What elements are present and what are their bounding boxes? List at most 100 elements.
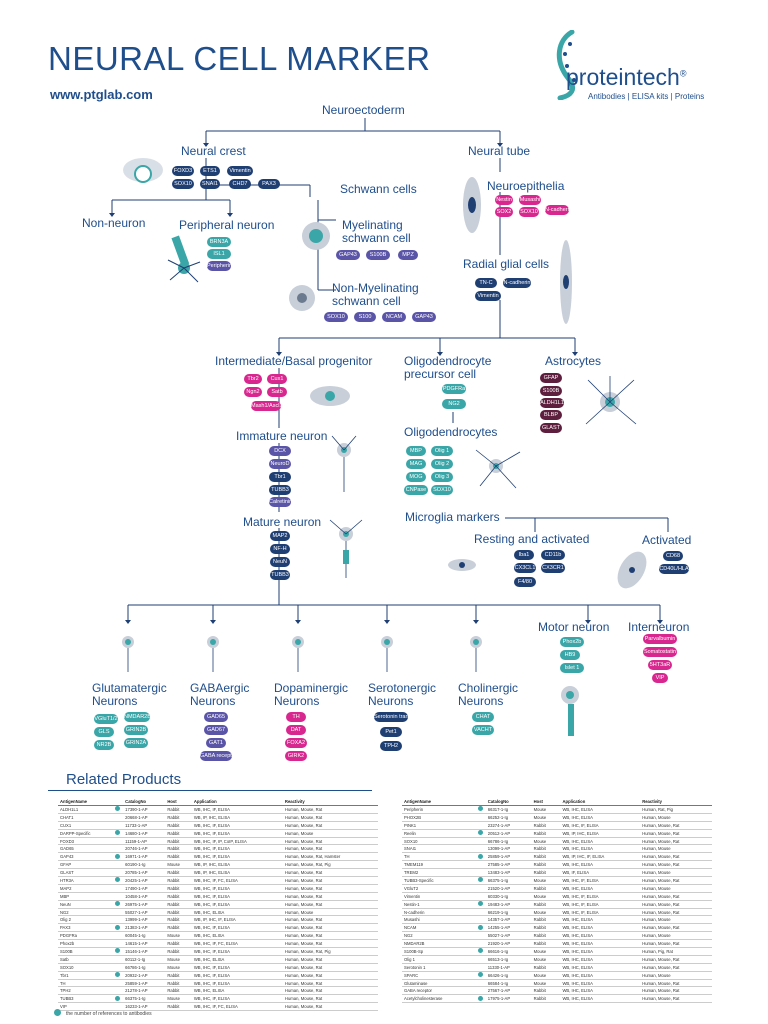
marker-pill: GFAP — [540, 373, 562, 383]
marker-pill: F4/80 — [514, 577, 536, 587]
table-cell: Human, Mouse, Rat — [282, 805, 378, 814]
table-cell: WB, IHC, IF, ELISA — [191, 947, 283, 956]
node-non-myelinating: Non-Myelinating schwann cell — [332, 281, 419, 308]
table-cell: 11733-1-AP — [123, 821, 166, 830]
table-cell: Human, Mouse, Rat — [282, 931, 378, 941]
table-cell: 21520-1-AP — [485, 884, 532, 893]
node-radial-glial: Radial glial cells — [463, 257, 550, 271]
peripheral-neuron-icon — [167, 235, 201, 283]
marker-pill: GRIN2A — [124, 738, 148, 748]
table-cell: WB, IHC, IF, ELISA — [560, 900, 641, 909]
reference-dot-icon — [477, 948, 483, 954]
table-cell: Human, Mouse, Rat — [282, 868, 378, 878]
ref-cell — [475, 915, 486, 925]
table-header-row: AntigenName CatalogNo Host Application R… — [402, 797, 712, 806]
reference-dot-icon — [115, 972, 121, 978]
table-cell: NG2 — [402, 931, 476, 941]
table-cell: Rabbit — [165, 837, 192, 846]
marker-pill: Musashi — [519, 195, 541, 205]
ref-cell — [113, 923, 124, 933]
ref-cell — [475, 813, 486, 822]
table-cell: Human, Mouse — [640, 915, 712, 925]
neuroepithelia-cell-icon — [463, 177, 481, 233]
table-cell: 66375-1-Ig — [123, 994, 166, 1004]
marker-pill: SNAI1 — [200, 179, 220, 189]
marker-pill: Olig 1 — [431, 446, 453, 456]
marker-pill: NeuN — [270, 557, 290, 567]
table-cell: TUBB3-Specific — [402, 876, 476, 885]
reference-dot-icon — [477, 806, 483, 812]
ref-cell — [113, 844, 124, 854]
ref-cell — [475, 837, 486, 846]
marker-pill: GAP43 — [412, 312, 436, 322]
site-url[interactable]: www.ptglab.com — [50, 87, 153, 102]
table-cell: 60045-1-Ig — [123, 931, 166, 941]
table-cell: 20512-1-AP — [485, 829, 532, 838]
ref-cell — [113, 979, 124, 988]
table-cell: Human, Mouse, Rat — [282, 979, 378, 988]
ref-cell — [475, 994, 486, 1004]
table-cell: 27585-1-AP — [485, 860, 532, 870]
ref-cell — [475, 852, 486, 862]
marker-pill: NF-H — [270, 544, 290, 554]
table-cell: Rabbit — [531, 844, 561, 854]
table-cell: WB, IHC, IF, FC, ELISA — [191, 876, 283, 885]
marker-pill: S100B — [366, 250, 390, 260]
ref-cell — [113, 947, 124, 956]
col-header: Host — [531, 797, 561, 806]
marker-pill: BLBP — [540, 410, 562, 420]
table-cell: WB, IHC, ELISA — [560, 813, 641, 822]
